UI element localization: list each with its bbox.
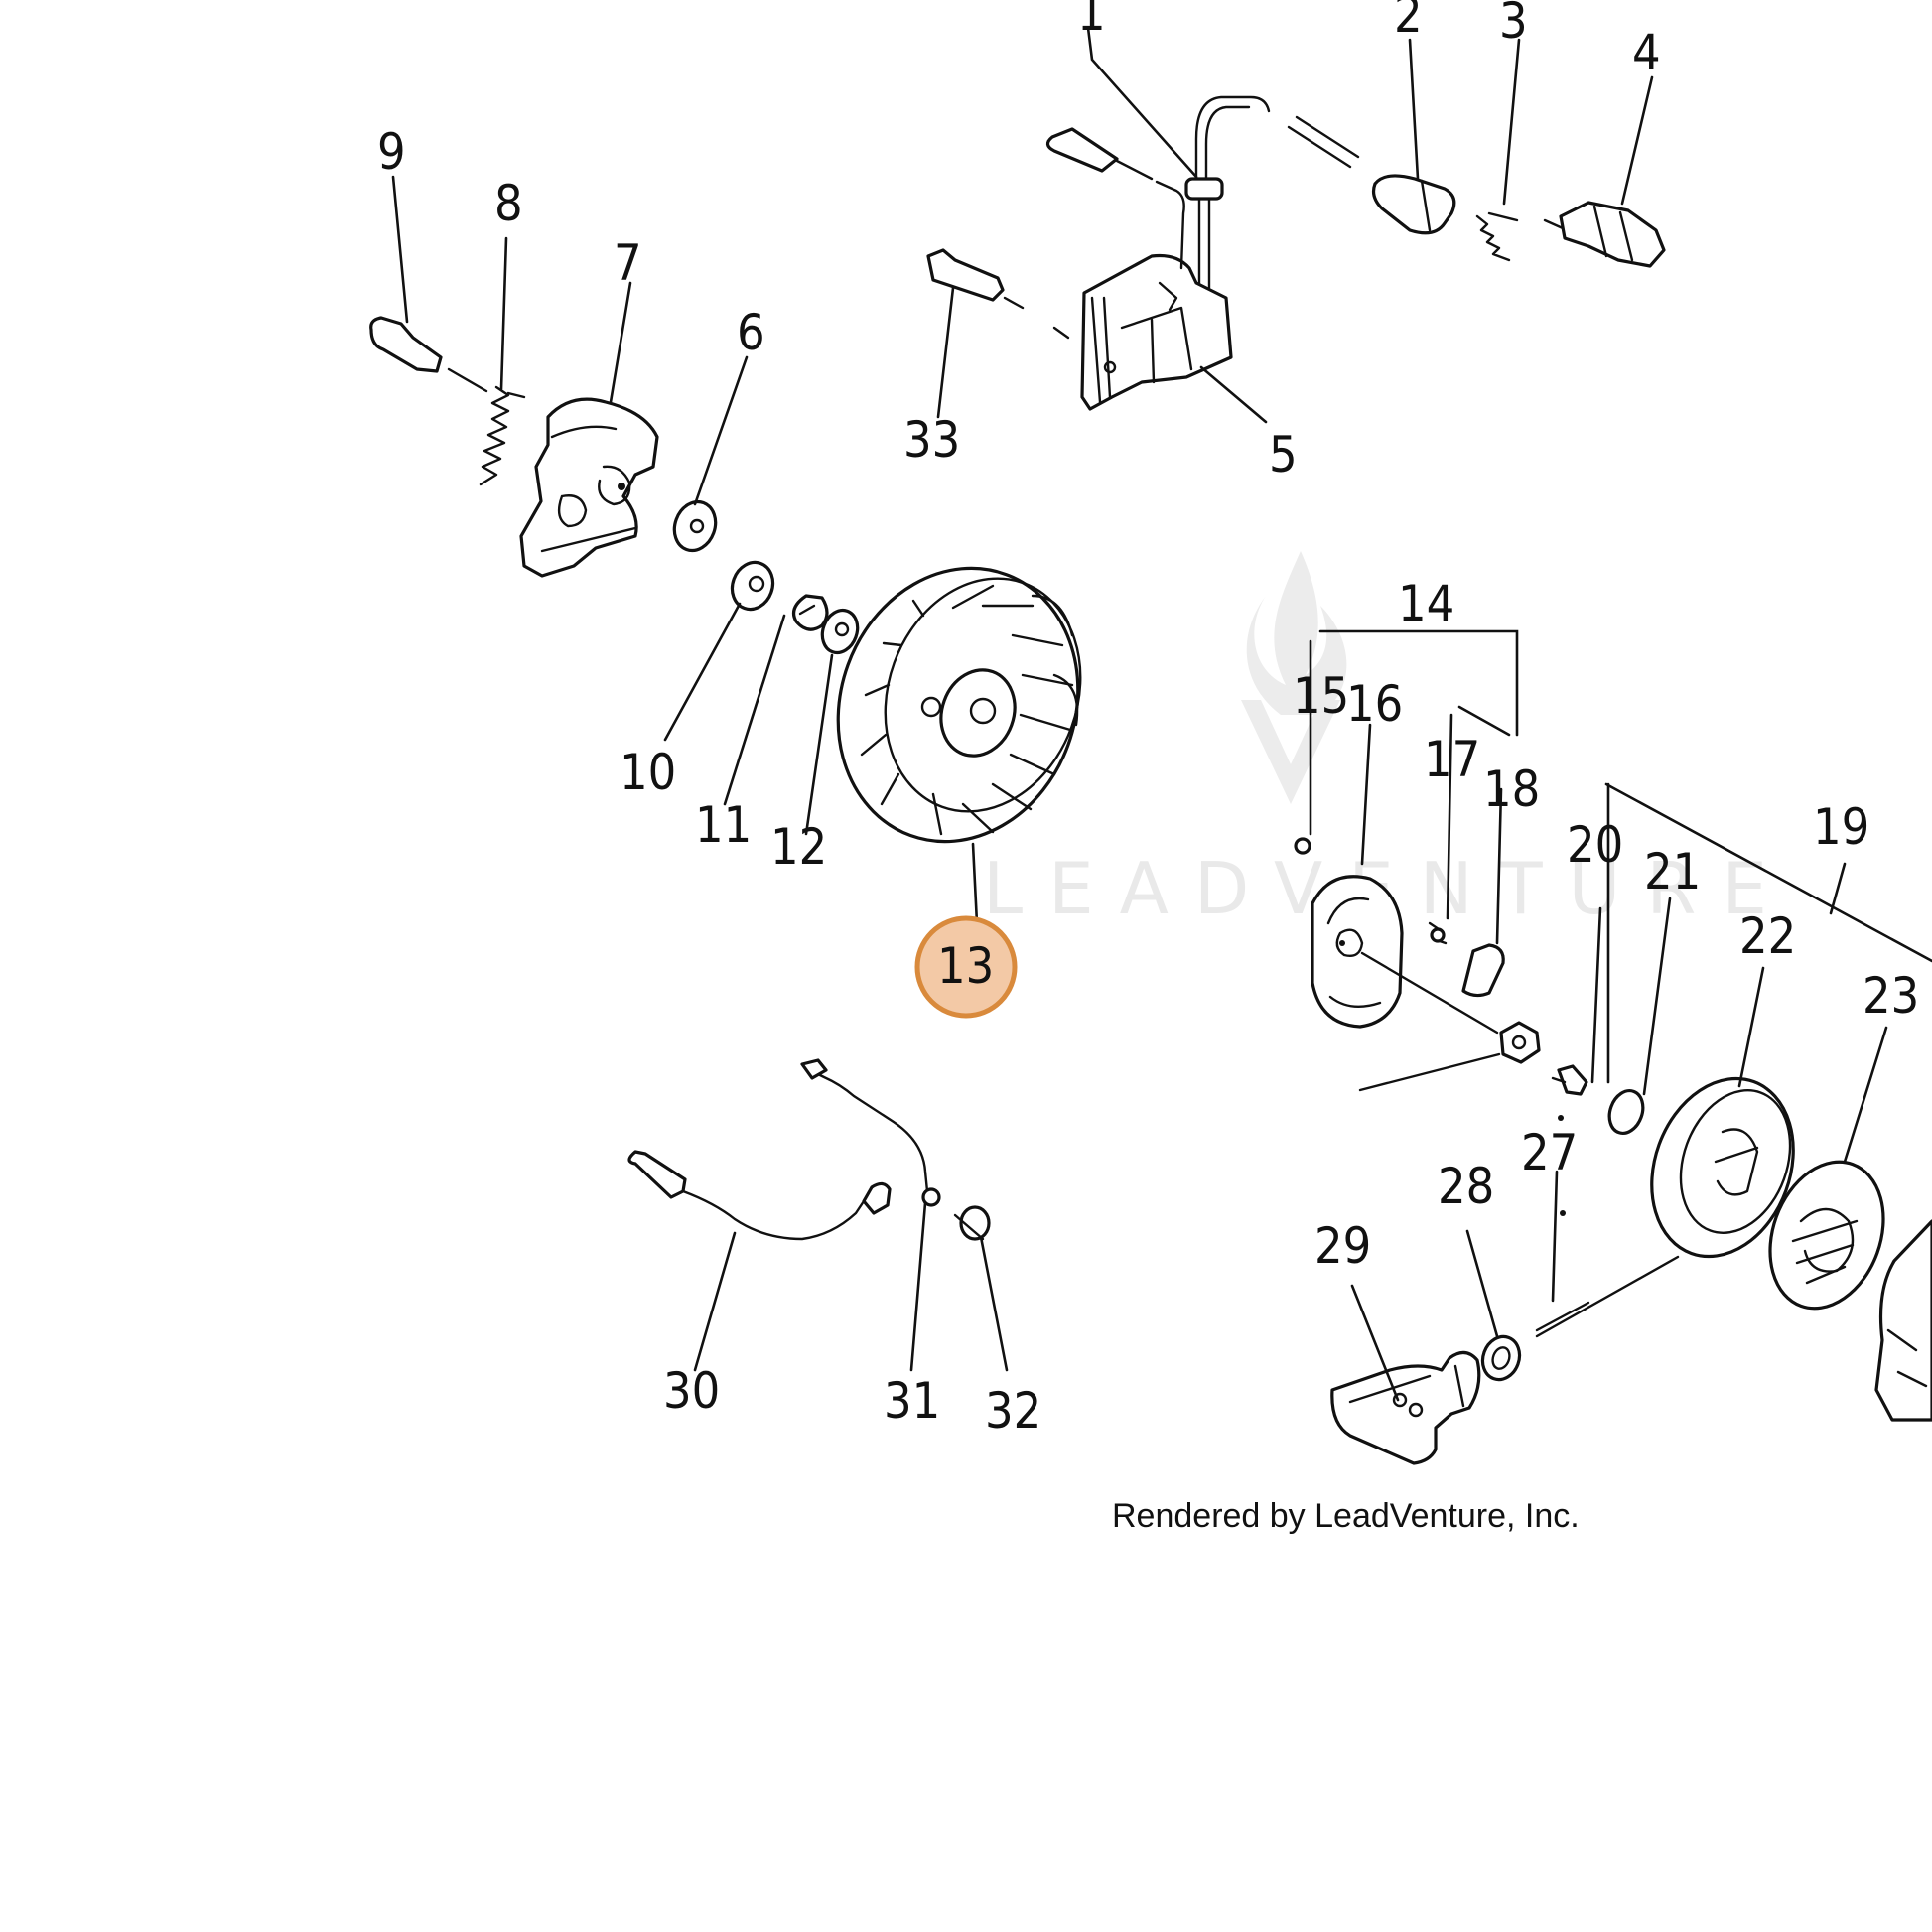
part-18-pawl[interactable] [1461,943,1505,998]
part-28-grommet[interactable] [1477,1331,1526,1385]
callout-1[interactable]: 1 [1077,0,1106,42]
part-6-washer[interactable] [668,496,723,557]
callout-3[interactable]: 3 [1499,0,1528,50]
callout-28[interactable]: 28 [1438,1158,1494,1215]
callout-10[interactable]: 10 [620,744,676,801]
watermark-logo-icon [1241,551,1347,804]
part-22-reel[interactable] [1628,1058,1818,1276]
part-12-washer[interactable] [817,606,864,658]
part-15-e-ring[interactable] [1294,837,1311,855]
callout-18[interactable]: 18 [1483,760,1540,818]
part-32-screw[interactable] [953,1205,991,1241]
part-8-spring[interactable] [479,385,526,486]
callout-20[interactable]: 20 [1567,816,1623,874]
callout-5[interactable]: 5 [1269,426,1298,483]
part-4-spark-plug[interactable] [1543,201,1666,268]
part-30-wire[interactable] [627,1150,892,1241]
part-17-spring[interactable] [1428,921,1448,945]
part-21-washer[interactable] [1603,1086,1648,1138]
callout-14[interactable]: 14 [1398,575,1454,632]
part-33-bolt[interactable] [926,248,1070,340]
part-wire-end-upper[interactable] [1045,127,1185,270]
highlight-circle-13[interactable] [914,915,1018,1019]
callout-19[interactable]: 19 [1813,798,1869,856]
part-29-starter-handle[interactable] [1330,1350,1481,1465]
callout-4[interactable]: 4 [1632,24,1661,81]
part-11-lock-washer[interactable] [792,594,829,631]
callout-17[interactable]: 17 [1424,731,1480,788]
callout-31[interactable]: 31 [884,1372,940,1430]
part-2-spark-plug-cap[interactable] [1371,174,1456,235]
callout-6[interactable]: 6 [737,304,765,361]
part-16-pulley[interactable] [1311,875,1404,1029]
part-20-bolt[interactable] [1551,1064,1588,1096]
part-31-wire-terminal[interactable] [800,1058,941,1207]
callout-7[interactable]: 7 [614,234,642,292]
callout-33[interactable]: 33 [903,411,960,469]
callout-9[interactable]: 9 [377,123,406,181]
callout-29[interactable]: 29 [1314,1217,1371,1275]
part-23-spring-case[interactable] [1750,1146,1902,1324]
leader-lines [391,26,1932,1402]
callout-21[interactable]: 21 [1644,843,1701,900]
callout-11[interactable]: 11 [695,796,752,854]
part-9-bolt[interactable] [369,316,488,393]
credit-text: Rendered by LeadVenture, Inc. [1112,1497,1580,1535]
callout-12[interactable]: 12 [770,818,827,876]
part-27-rope[interactable] [1535,1115,1680,1338]
callout-13[interactable]: 13 [937,937,994,995]
callout-32[interactable]: 32 [985,1382,1041,1440]
part-3-spring[interactable] [1475,211,1519,262]
callout-15[interactable]: 15 [1293,667,1349,725]
callout-16[interactable]: 16 [1346,675,1403,733]
part-7-clutch-shoe[interactable] [519,397,659,578]
part-starter-housing[interactable] [1874,1219,1932,1422]
callout-2[interactable]: 2 [1394,0,1423,44]
callout-labels: 1 2 3 4 5 6 7 8 9 10 11 12 13 14 15 16 1… [377,0,1919,1440]
part-10-nut[interactable] [726,557,779,616]
callout-22[interactable]: 22 [1739,907,1796,965]
part-13-flywheel[interactable] [800,534,1116,876]
callout-27[interactable]: 27 [1521,1124,1578,1181]
callout-8[interactable]: 8 [494,175,523,232]
part-1-lead-wire[interactable] [1184,95,1360,290]
part-5-ignition-coil[interactable] [1080,253,1233,411]
part-nut-pulley[interactable] [1358,951,1541,1092]
callout-23[interactable]: 23 [1863,967,1919,1025]
callout-30[interactable]: 30 [663,1362,720,1420]
